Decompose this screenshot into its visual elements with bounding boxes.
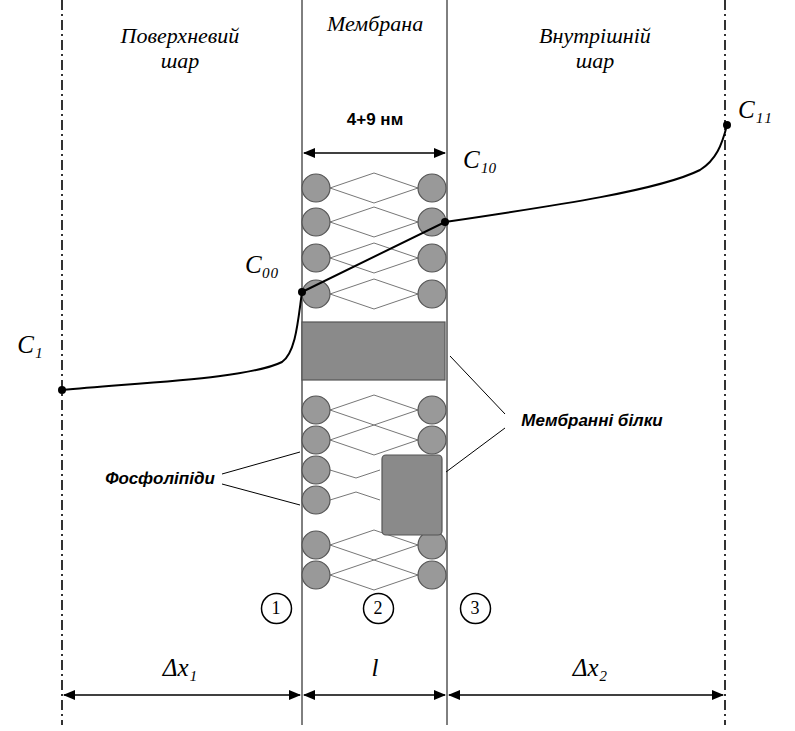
region-heading: Поверхневий шар [110,23,250,74]
membrane-protein [382,455,442,535]
part-label: Мембранні білки [521,411,662,431]
lipid-head [302,396,330,424]
leader-line [446,428,505,472]
lipid-tail [330,410,418,425]
curve-point [298,288,306,296]
dimension-label: l [372,654,379,682]
dimension-arrow [64,694,300,696]
dimension-arrow [304,694,445,696]
curve-point [58,386,66,394]
lipid-head [302,244,330,272]
lipid-tail [330,222,418,237]
concentration-label: C₀₀ [245,251,279,279]
lipid-tail [330,545,418,560]
region-heading: Внутрішній шар [525,23,665,74]
leader-line [222,484,300,505]
lipid-tail [330,440,418,455]
concentration-label: C₁₀ [463,146,497,174]
lipid-head [302,208,330,236]
lipid-head [302,456,330,484]
lipid-tail [330,470,380,478]
callout-circle: 2 [362,592,395,625]
lipid-head [418,244,446,272]
dimension-arrow [304,152,445,154]
lipid-tail [330,425,418,440]
concentration-label: C₁ [17,331,42,359]
leader-line [450,356,505,414]
leader-line [222,452,300,474]
lipid-head [302,561,330,589]
lipid-head [302,426,330,454]
membrane-border [447,0,448,725]
curve-point [723,121,731,129]
lipid-head [302,174,330,202]
lipid-tail [330,575,418,590]
lipid-head [418,426,446,454]
lipid-tail [330,279,418,294]
lipid-tail [330,492,380,500]
lipid-head [418,280,446,308]
lipid-head [418,561,446,589]
concentration-curve [62,125,727,390]
concentration-label: C₁₁ [738,96,772,124]
membrane-protein [302,322,445,380]
region-heading: Мембрана [327,11,423,36]
lipid-tail [330,560,418,575]
callout-number: 2 [362,598,395,619]
lipid-tail [330,173,418,188]
boundary-line [61,0,63,725]
part-label: Фосфоліпіди [105,469,215,489]
dimension-label: Δx₁ [163,654,197,682]
lipid-head [418,396,446,424]
lipid-tail [330,188,418,203]
lipid-head [302,486,330,514]
callout-circle: 3 [459,592,492,625]
lipid-head [302,531,330,559]
lipid-head [418,174,446,202]
callout-circle: 1 [260,592,293,625]
lipid-tail [330,395,418,410]
dimension-label: Δx₂ [573,654,607,682]
curve-point [441,218,449,226]
lipid-tail [330,294,418,309]
dimension-label: 4+9 нм [347,110,403,130]
boundary-line [724,0,726,725]
lipid-tail [330,207,418,222]
dimension-arrow [449,694,723,696]
callout-number: 3 [459,598,492,619]
callout-number: 1 [260,598,293,619]
